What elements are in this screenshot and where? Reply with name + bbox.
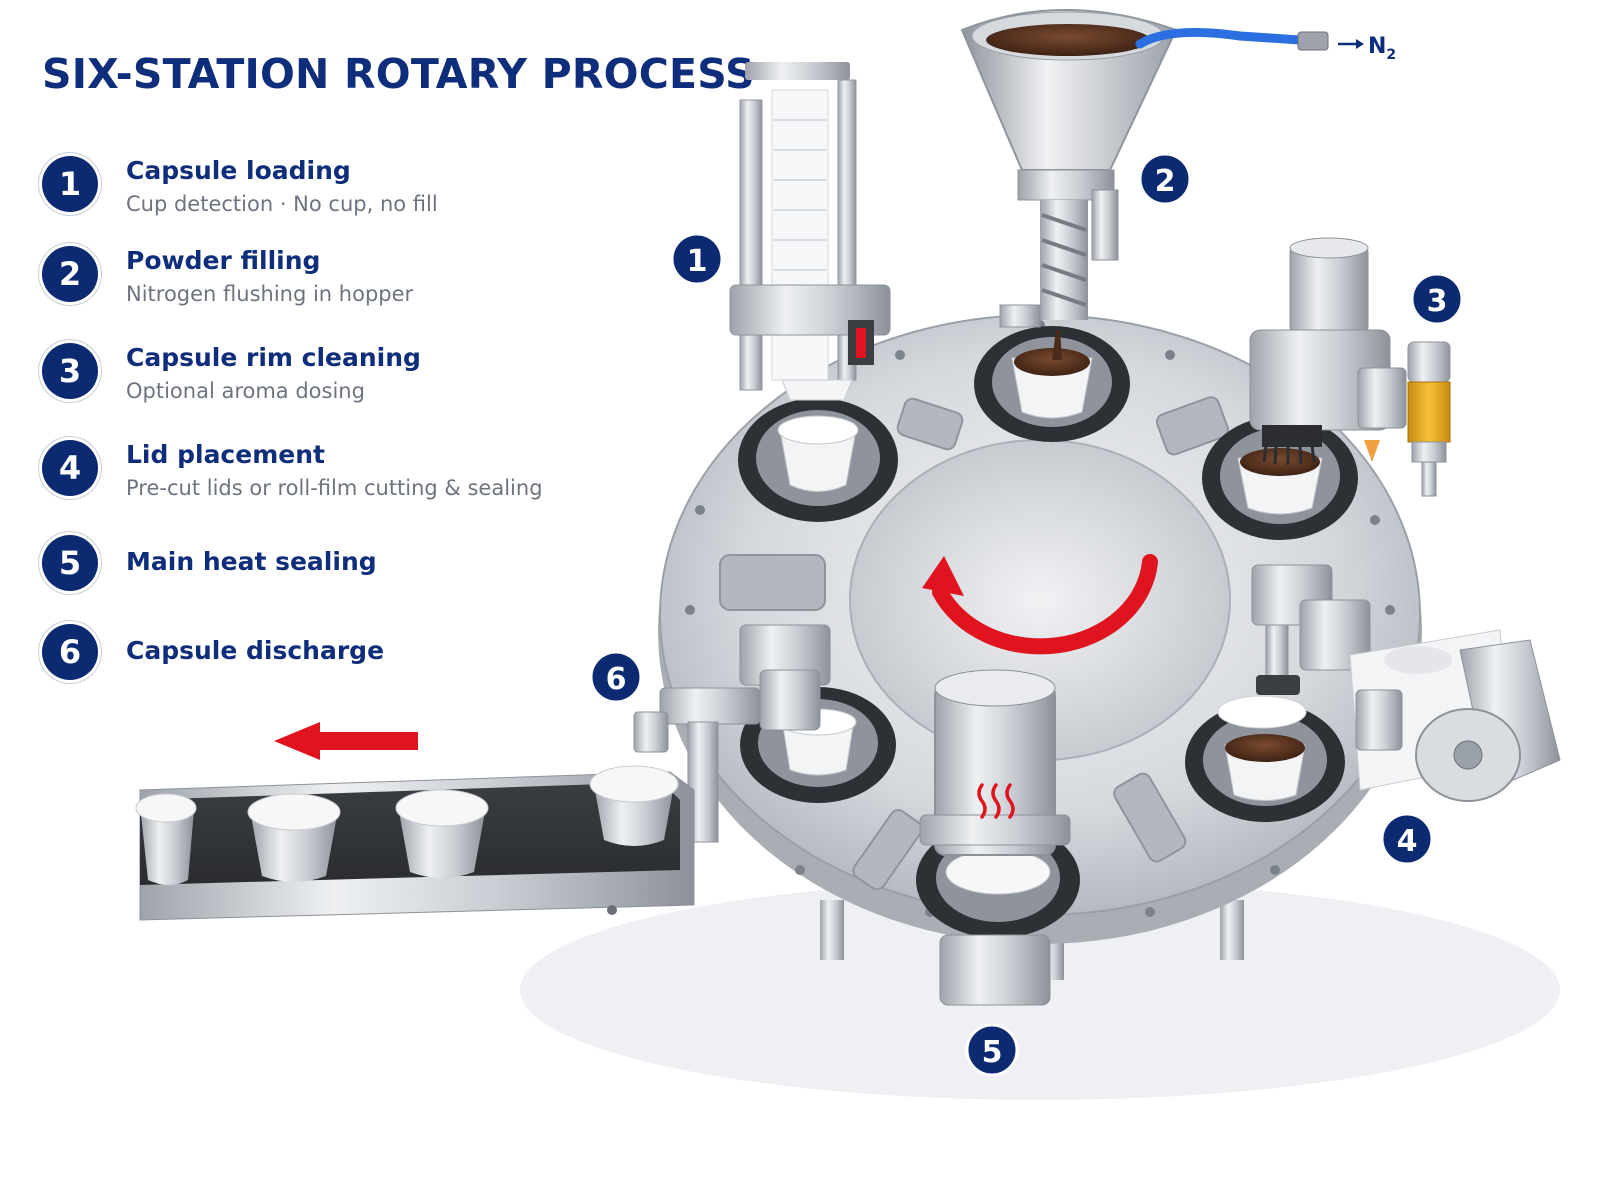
callout-3: 3 [1410, 272, 1464, 326]
svg-text:1: 1 [687, 244, 708, 279]
step-number-badge: 2 [42, 246, 98, 302]
discharge-gripper [633, 624, 831, 843]
page-title: SIX-STATION ROTARY PROCESS [42, 50, 755, 98]
callout-2: 2 [1138, 152, 1192, 206]
machine-legs [820, 900, 1244, 980]
step-subtitle: Nitrogen flushing in hopper [126, 282, 414, 306]
discharge-arrow-icon [274, 722, 418, 760]
callout-6: 6 [589, 650, 643, 704]
svg-text:6: 6 [606, 662, 627, 697]
capsules-on-conveyor [135, 765, 679, 885]
step-number-badge: 5 [42, 535, 98, 591]
step-number-badge: 4 [42, 440, 98, 496]
step-title: Capsule loading [126, 156, 351, 185]
nitrogen-hose [1135, 27, 1329, 51]
film-roller [1415, 639, 1561, 802]
step-title: Capsule discharge [126, 636, 385, 665]
callout-5: 5 [965, 1023, 1019, 1077]
capsules-in-nests [777, 348, 1323, 895]
nitrogen-label: N2 [1368, 34, 1396, 63]
rim-cleaning-unit [1249, 237, 1407, 465]
step-subtitle: Pre-cut lids or roll-film cutting & seal… [126, 476, 543, 500]
step-number-badge: 1 [42, 156, 98, 212]
step-title: Lid placement [126, 440, 325, 469]
step-title: Capsule rim cleaning [126, 343, 421, 372]
nitrogen-arrow-icon [1338, 39, 1364, 49]
step-number-badge: 6 [42, 624, 98, 680]
step-title: Powder filling [126, 246, 321, 275]
svg-text:4: 4 [1397, 824, 1418, 859]
step-subtitle: Optional aroma dosing [126, 379, 365, 403]
callout-1: 1 [670, 232, 724, 286]
callout-4: 4 [1380, 812, 1434, 866]
step-title: Main heat sealing [126, 547, 377, 576]
step-subtitle: Cup detection · No cup, no fill [126, 192, 438, 216]
svg-text:2: 2 [1155, 164, 1176, 199]
svg-text:3: 3 [1427, 284, 1448, 319]
aroma-doser [1364, 341, 1451, 497]
rotation-arrow-icon [922, 554, 1158, 655]
svg-text:5: 5 [982, 1035, 1003, 1070]
capsule-magazine [729, 62, 891, 401]
step-number-badge: 3 [42, 343, 98, 399]
powder-hopper [960, 9, 1178, 360]
heat-icon [977, 783, 1015, 819]
heat-sealing-head [919, 669, 1071, 1006]
